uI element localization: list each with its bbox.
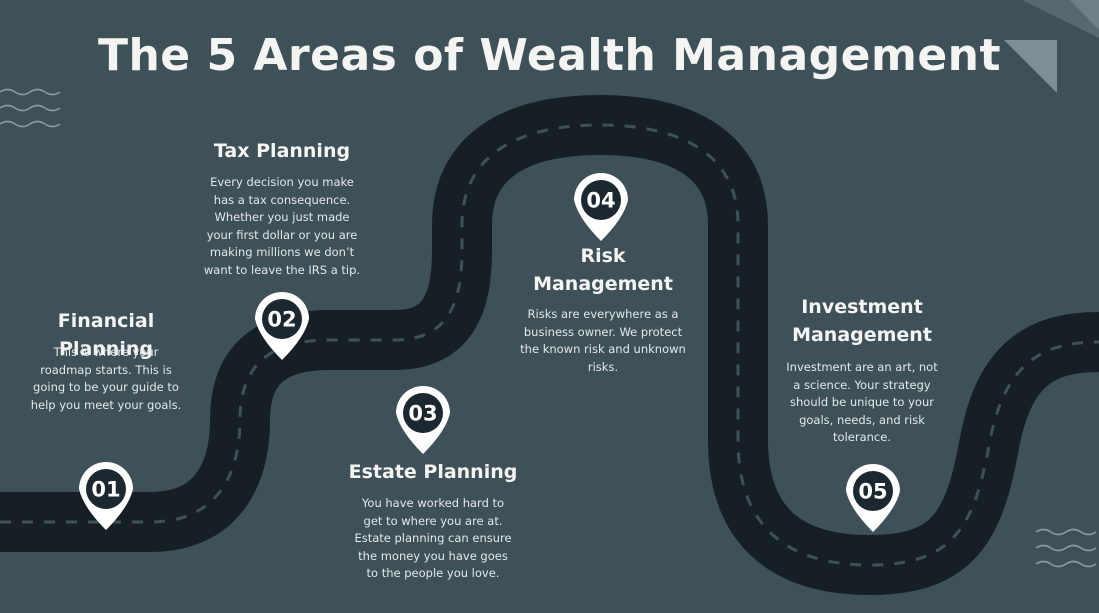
pin-inner-circle — [853, 471, 893, 511]
step-03-body: You have worked hard to get to where you… — [354, 496, 512, 580]
step-number-label: 04 — [586, 189, 615, 213]
step-number-label: 02 — [267, 308, 296, 332]
location-pin-icon: 01 — [78, 461, 133, 530]
page-title: The 5 Areas of Wealth Management — [97, 30, 1002, 81]
pin-inner-circle — [86, 469, 126, 509]
location-pin-icon: 05 — [846, 463, 901, 532]
wave-lines-left-icon — [0, 88, 61, 128]
location-pin-icon: 03 — [396, 385, 450, 454]
step-number-label: 03 — [408, 402, 437, 426]
step-04-body: Risks are everywhere as a business owner… — [520, 307, 686, 374]
step-02-heading: Tax Planning — [213, 140, 351, 162]
step-05-heading: Investment Management — [792, 296, 932, 346]
pin-inner-circle — [262, 299, 302, 339]
corner-triangle-small — [1070, 0, 1099, 30]
corner-triangle-large — [1004, 40, 1057, 93]
step-01-body: This is where your roadmap starts. This … — [30, 345, 182, 412]
pin-inner-circle — [403, 393, 443, 433]
step-01-heading: Financial Planning — [57, 310, 155, 360]
step-04-heading: Risk Management — [533, 245, 673, 295]
location-pin-icon: 04 — [574, 173, 628, 241]
step-02-body: Every decision you make has a tax conseq… — [203, 175, 361, 277]
step-05-body: Investment are an art, not a science. Yo… — [786, 360, 938, 444]
step-number-label: 01 — [91, 478, 120, 502]
pin-inner-circle — [581, 180, 621, 220]
location-pin-icon: 02 — [255, 292, 309, 360]
road-center-line — [0, 123, 1099, 567]
wave-lines-right-icon — [1035, 528, 1097, 568]
step-number-label: 05 — [858, 480, 887, 504]
step-03-heading: Estate Planning — [348, 461, 518, 483]
